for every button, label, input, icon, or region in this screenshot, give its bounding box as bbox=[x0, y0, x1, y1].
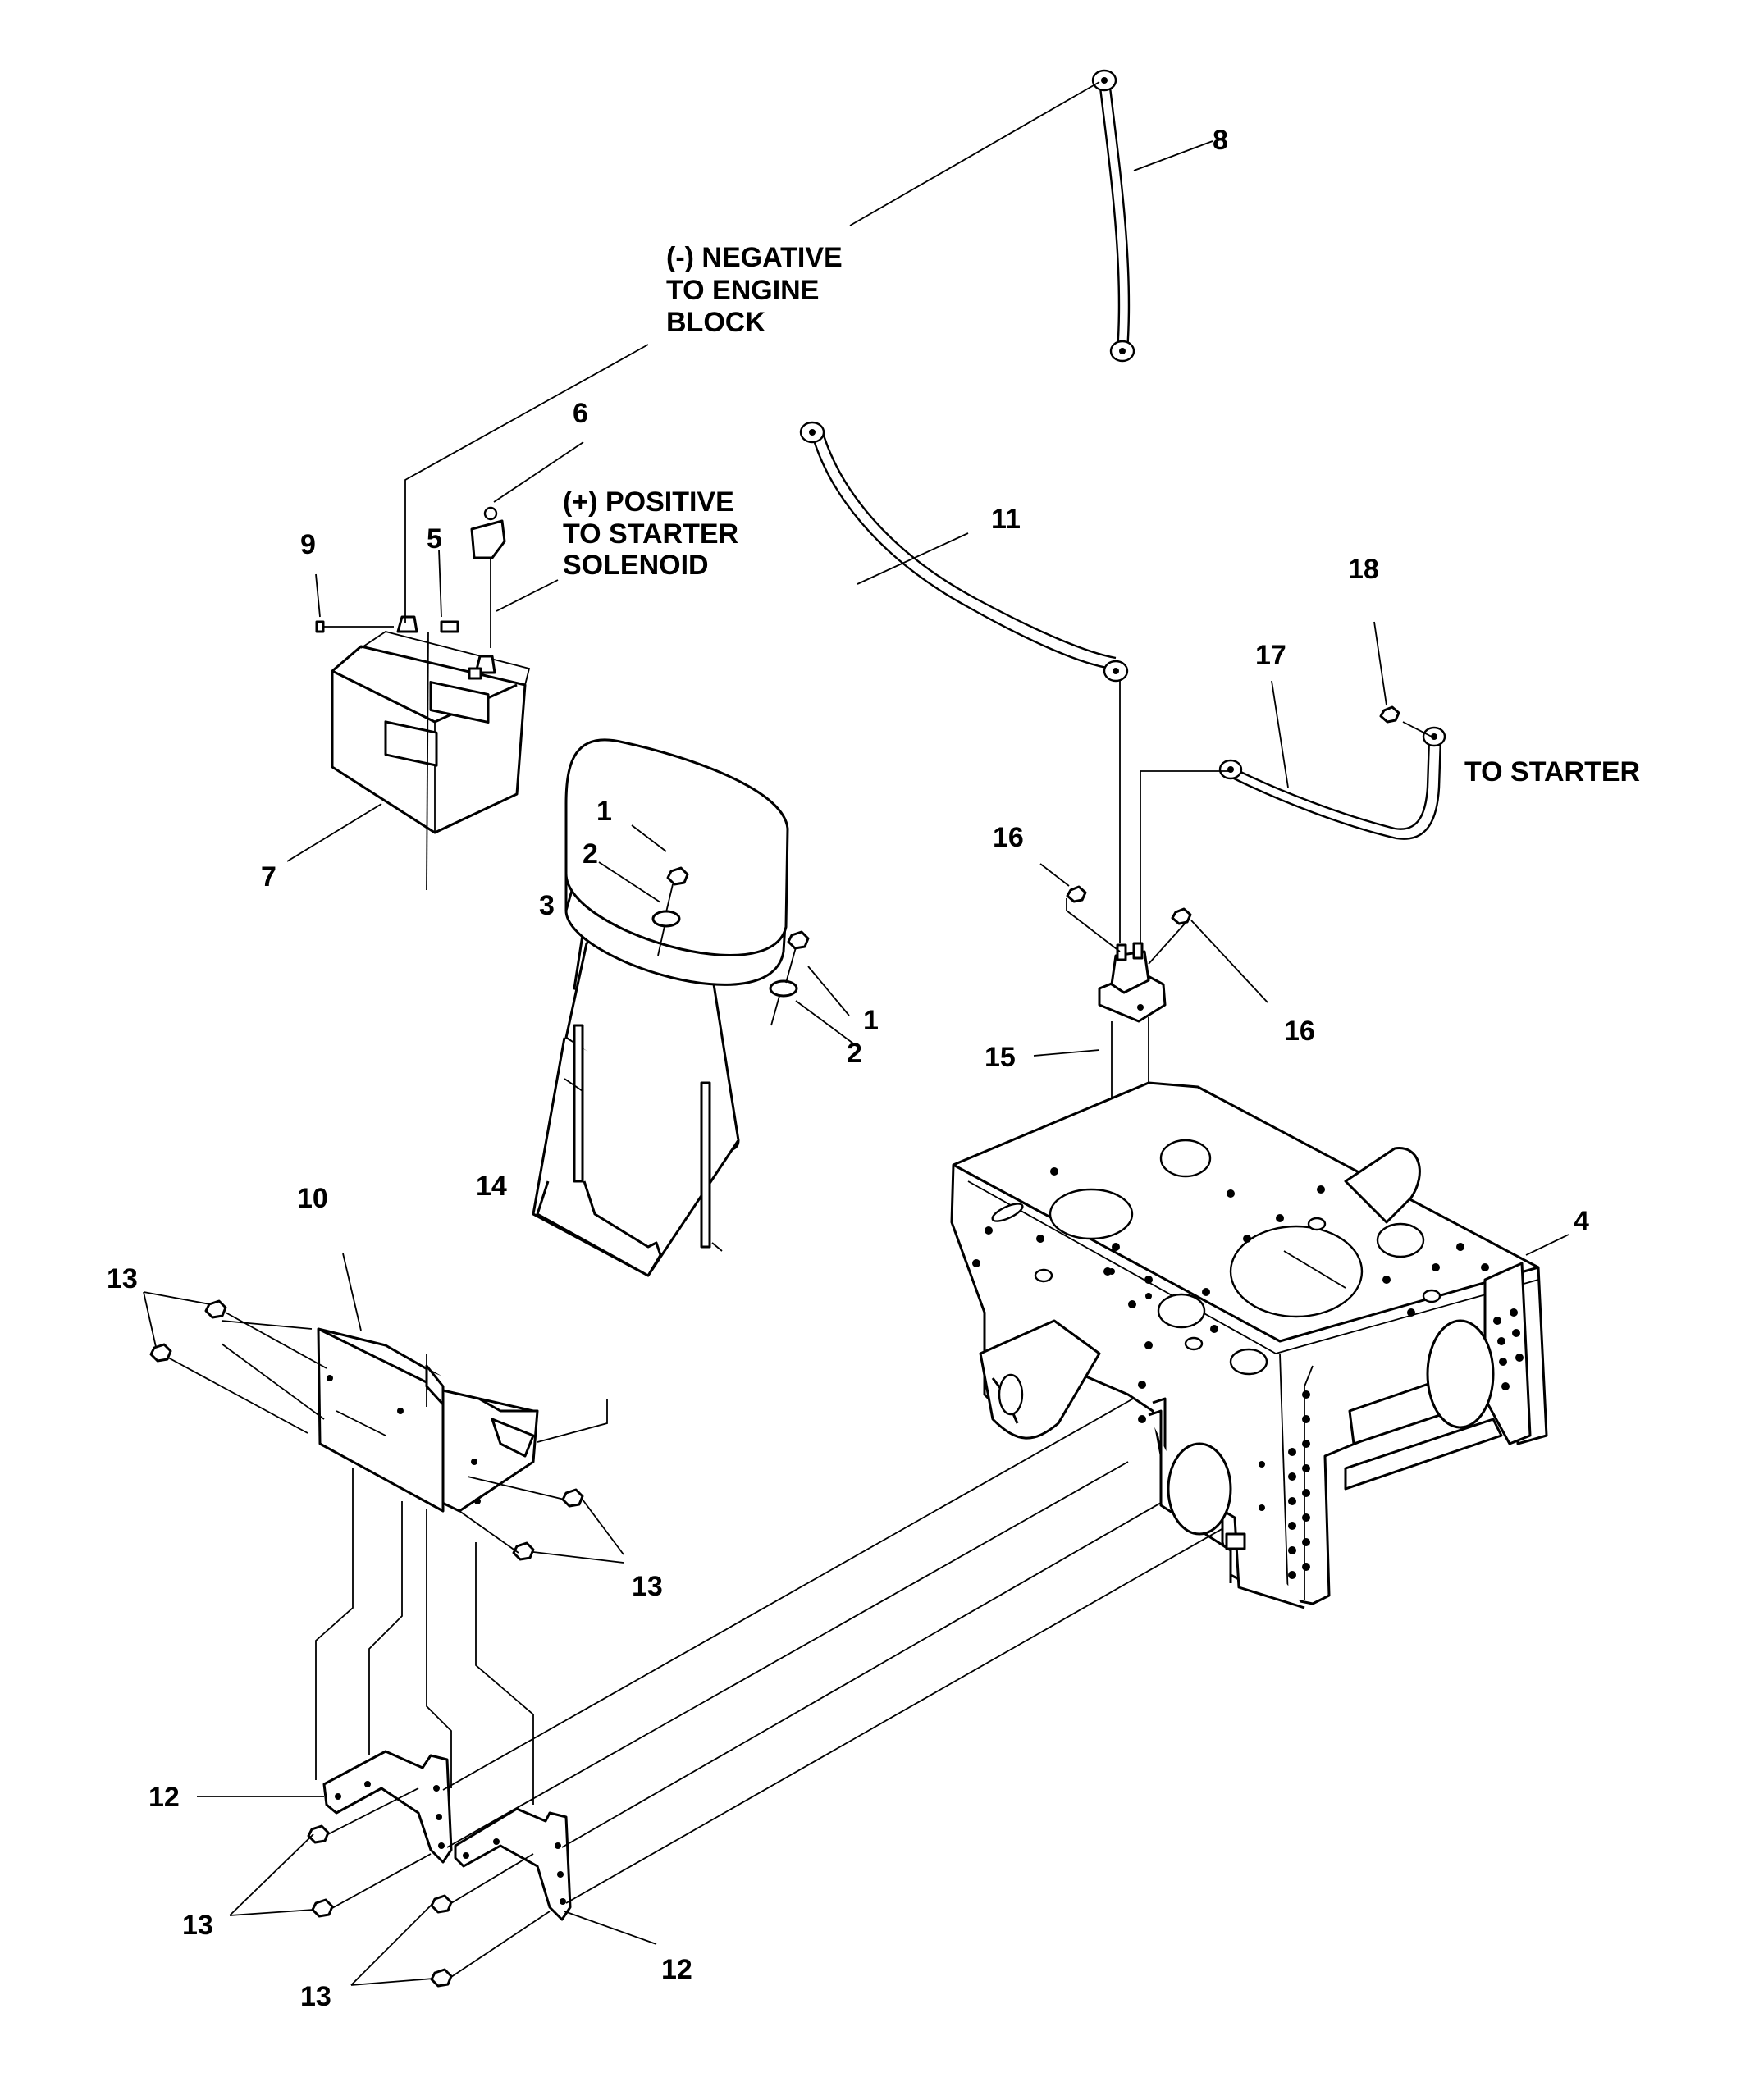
bracket-bolts bbox=[229, 1787, 657, 1988]
frame bbox=[950, 1081, 1569, 1609]
callout-2: 2 bbox=[847, 1038, 862, 1069]
starter-cable bbox=[1218, 726, 1446, 840]
callout-numbers: 1 2 3 1 2 4 5 6 7 8 9 10 11 12 12 13 13 … bbox=[107, 125, 1589, 2012]
callout-11: 11 bbox=[991, 504, 1021, 535]
tray-bolts-upper bbox=[143, 1291, 327, 1434]
callout-6: 6 bbox=[573, 398, 588, 429]
callout-3: 3 bbox=[539, 890, 555, 921]
callout-4: 4 bbox=[1574, 1206, 1589, 1237]
air-cleaner-fasteners bbox=[598, 824, 854, 1044]
callout-9: 9 bbox=[300, 529, 316, 560]
positive-note-line-1: (+) POSITIVE bbox=[563, 486, 734, 518]
callout-1: 1 bbox=[596, 796, 612, 827]
callout-16: 16 bbox=[993, 822, 1024, 853]
tray-bracket-leaders bbox=[315, 1468, 534, 1805]
negative-note-line-1: (-) NEGATIVE bbox=[666, 242, 843, 273]
callout-17: 17 bbox=[1255, 640, 1286, 671]
tray-bolts-lower bbox=[459, 1476, 624, 1564]
callout-8: 8 bbox=[1213, 125, 1228, 156]
wiring-notes: (-) NEGATIVE TO ENGINE BLOCK (+) POSITIV… bbox=[563, 242, 1640, 788]
terminal-screw bbox=[315, 620, 394, 633]
callout-15: 15 bbox=[985, 1042, 1016, 1073]
battery bbox=[331, 615, 531, 834]
callout-13: 13 bbox=[632, 1571, 663, 1602]
callout-2: 2 bbox=[583, 838, 598, 870]
negative-note-line-2: TO ENGINE bbox=[666, 275, 819, 306]
brackets bbox=[197, 1750, 572, 1921]
solenoid-nuts bbox=[1039, 621, 1400, 1003]
terminal-cover bbox=[470, 506, 506, 648]
negative-note-line-3: BLOCK bbox=[666, 307, 765, 338]
to-starter-note: TO STARTER bbox=[1464, 756, 1640, 788]
callout-13: 13 bbox=[182, 1910, 213, 1941]
positive-note-line-2: TO STARTER bbox=[563, 518, 738, 550]
callout-13: 13 bbox=[107, 1263, 138, 1294]
callout-1: 1 bbox=[863, 1005, 879, 1036]
callout-14: 14 bbox=[476, 1171, 507, 1202]
callout-10: 10 bbox=[297, 1183, 328, 1214]
callout-18: 18 bbox=[1348, 554, 1379, 585]
frame-leaders bbox=[442, 1394, 1264, 1904]
callout-5: 5 bbox=[427, 523, 442, 555]
ground-cable bbox=[1091, 69, 1135, 363]
callout-16: 16 bbox=[1284, 1016, 1315, 1047]
air-cleaner-assembly bbox=[532, 738, 789, 1277]
battery-tray bbox=[221, 1253, 608, 1513]
battery-leaders bbox=[286, 81, 1213, 891]
callout-12: 12 bbox=[148, 1782, 180, 1813]
positive-cable bbox=[799, 421, 1129, 682]
callout-12: 12 bbox=[661, 1954, 692, 1985]
positive-note-line-3: SOLENOID bbox=[563, 550, 709, 581]
callout-13: 13 bbox=[300, 1981, 331, 2012]
callout-7: 7 bbox=[261, 861, 276, 892]
